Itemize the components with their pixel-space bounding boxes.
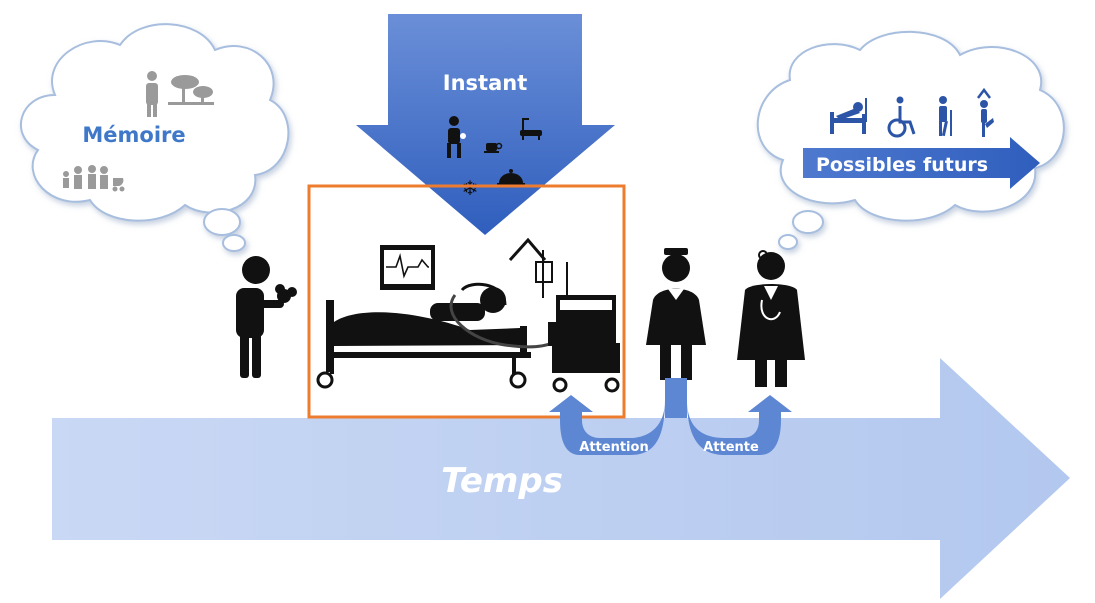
icu-bed-scene <box>316 237 620 393</box>
attention-label: Attention <box>579 440 648 455</box>
time-arrow: Temps <box>52 358 1070 599</box>
time-label: Temps <box>441 461 563 501</box>
bathtub-icon <box>520 118 542 140</box>
icu-room-frame <box>307 184 626 419</box>
walking-with-cane-icon <box>939 96 952 137</box>
hospital-bed-icon <box>316 300 531 389</box>
bedridden-patient-icon <box>830 98 867 134</box>
family-icon <box>63 165 125 192</box>
memory-label: Mémoire <box>82 123 185 147</box>
nurse-icon <box>646 248 706 380</box>
attention-waiting-arrows: Attention Attente <box>549 378 792 455</box>
visitor-with-flowers-icon <box>236 256 297 378</box>
snowflake-icon: ❄ <box>462 176 479 200</box>
doctor-icon <box>737 250 805 387</box>
futures-arrow: Possibles futurs <box>803 137 1040 189</box>
wheelchair-icon <box>887 96 916 138</box>
vital-signs-monitor-icon <box>380 245 435 290</box>
instant-label: Instant <box>443 71 527 95</box>
yoga-pose-icon <box>977 87 994 137</box>
landscape-trees-icon <box>168 75 214 105</box>
ventilator-icon <box>535 250 620 393</box>
svg-text:❄: ❄ <box>462 176 479 200</box>
memory-thought-cloud <box>20 23 290 252</box>
waiting-label: Attente <box>703 440 759 455</box>
person-in-pain-icon <box>447 116 466 158</box>
elderly-person-icon <box>146 71 158 117</box>
futures-thought-cloud <box>756 30 1065 250</box>
instant-arrow: Instant <box>356 14 615 235</box>
futures-label: Possibles futurs <box>816 154 988 176</box>
coffee-cup-icon <box>484 142 503 153</box>
